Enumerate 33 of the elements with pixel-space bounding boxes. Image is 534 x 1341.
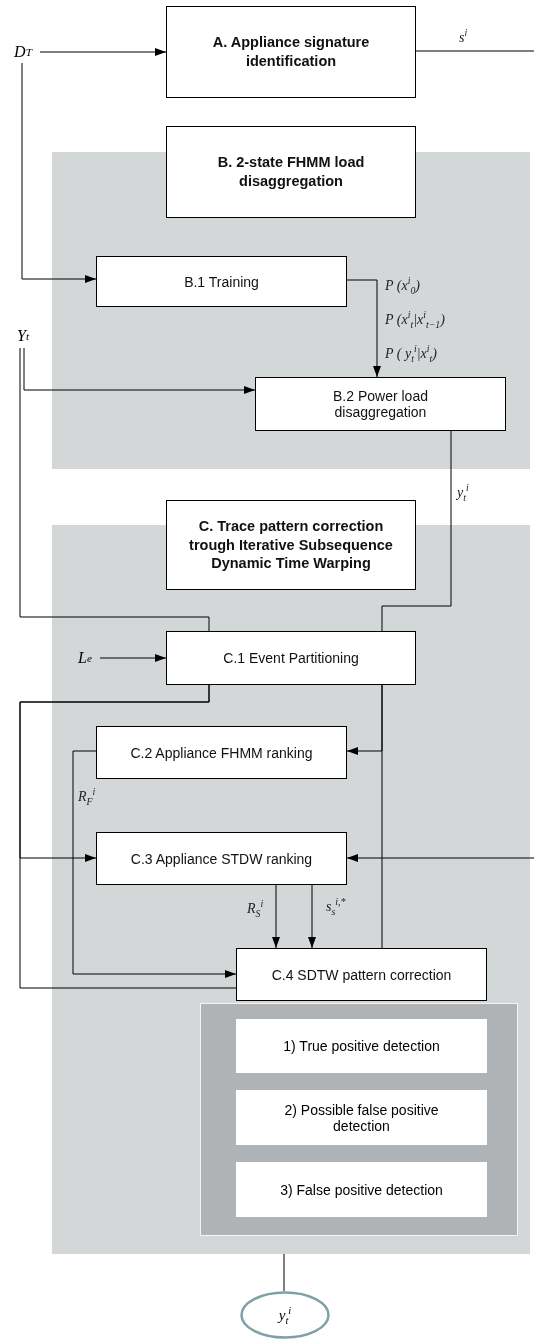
- arrow: [21, 62, 97, 283]
- process-box: B.2 Power load disaggregation: [255, 377, 506, 431]
- step-box: 1) True positive detection: [236, 1019, 487, 1073]
- connector-line: [381, 684, 383, 949]
- edge-label: s$^{i}$: [459, 30, 468, 46]
- arrow: [308, 884, 316, 949]
- arrow: [39, 48, 167, 56]
- step-box: 2) Possible false positive detection: [236, 1090, 487, 1145]
- connector-line: [19, 347, 210, 632]
- process-box: B.1 Training: [96, 256, 347, 307]
- process-box: C.2 Appliance FHMM ranking: [96, 726, 347, 779]
- section-header-box: C. Trace pattern correction trough Iterative Subsequence Dynamic Time Warping: [166, 500, 416, 590]
- section-header-box: B. 2-state FHMM load disaggregation: [166, 126, 416, 218]
- step-box: 3) False positive detection: [236, 1162, 487, 1217]
- arrow: [346, 854, 534, 862]
- connector-line: [415, 50, 534, 52]
- probability-label: P (x$^{i}$$_{0}$): [385, 278, 420, 294]
- subsection-panel: [200, 1003, 518, 1236]
- connector-line: [283, 1253, 285, 1292]
- probability-label: P ( y$_{t}$$^{i}$|x$^{i}$$_{t}$): [385, 346, 437, 362]
- connector-line: [381, 430, 452, 632]
- section-header-box: A. Appliance signature identification: [166, 6, 416, 98]
- process-box: C.1 Event Partitioning: [166, 631, 416, 685]
- arrow: [72, 750, 237, 978]
- process-box: C.4 SDTW pattern correction: [236, 948, 487, 1001]
- arrow: [99, 654, 167, 662]
- probability-label: P (x$^{i}$$_{t}$|x$^{i}$$_{t−1}$): [385, 312, 445, 328]
- arrow: [23, 347, 256, 394]
- connector-line: [19, 684, 237, 989]
- arrow: [346, 279, 381, 378]
- process-box: C.3 Appliance STDW ranking: [96, 832, 347, 885]
- arrow: [272, 884, 280, 949]
- section-panel: [52, 152, 530, 469]
